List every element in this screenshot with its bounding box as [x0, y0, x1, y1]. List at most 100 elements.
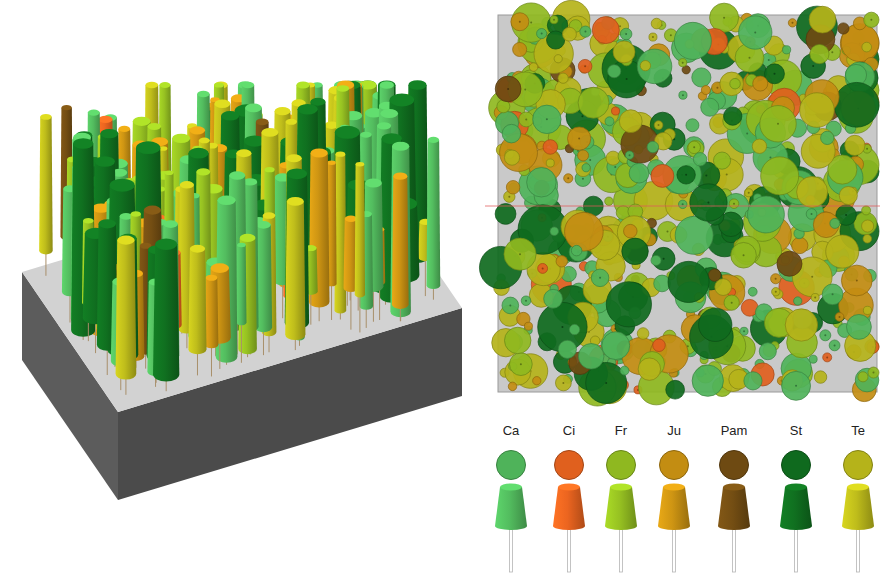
- crown-circle: [835, 313, 844, 322]
- crown-top: [261, 128, 278, 137]
- crown-disc: [678, 200, 687, 209]
- crown-top: [163, 220, 178, 228]
- crown-top: [296, 81, 309, 88]
- crown-top: [337, 85, 350, 92]
- stem-dot: [768, 59, 770, 61]
- crown-top: [275, 107, 291, 115]
- crown-top: [298, 104, 318, 115]
- crown-top: [211, 263, 229, 273]
- tree-3d: [427, 137, 441, 300]
- crown-circle: [838, 23, 849, 34]
- stem: [310, 291, 311, 325]
- crown-circle: [521, 296, 531, 306]
- crown-top: [206, 275, 218, 281]
- stem-dot: [811, 276, 813, 278]
- crown-disc: [692, 68, 711, 87]
- crown-top: [133, 117, 151, 126]
- crown-top: [165, 170, 174, 175]
- crown-body: [153, 244, 179, 381]
- stem: [282, 280, 283, 318]
- crown-circle: [686, 119, 699, 132]
- crown-top: [286, 119, 297, 125]
- crown-top: [310, 98, 325, 106]
- stem-dot: [748, 192, 750, 194]
- crown-top: [214, 100, 230, 108]
- crown-top: [131, 211, 141, 216]
- crown-circle: [651, 255, 661, 265]
- crown-circle: [678, 200, 687, 209]
- crown-disc: [862, 220, 874, 232]
- tree-3d: [153, 238, 179, 391]
- crown-top: [188, 148, 208, 159]
- stem: [425, 257, 426, 296]
- crown-top: [99, 219, 116, 228]
- crown-circle: [576, 162, 591, 177]
- stem-dot: [530, 22, 532, 24]
- crown-body: [392, 176, 409, 309]
- crown-top: [356, 162, 365, 167]
- crown-top: [199, 138, 210, 144]
- plot-ground: [498, 15, 877, 392]
- crown-disc: [771, 274, 781, 284]
- crown-body: [116, 240, 137, 379]
- crown-top: [214, 82, 224, 87]
- crown-top: [99, 116, 113, 123]
- crown-disc: [550, 16, 558, 24]
- crown-top: [118, 126, 130, 132]
- crown-top: [190, 126, 205, 134]
- tree-3d: [116, 236, 137, 395]
- stem-dot: [743, 330, 745, 332]
- crown-top: [95, 156, 115, 167]
- stem-dot: [775, 278, 777, 280]
- crown-circle: [679, 91, 687, 99]
- stem: [69, 292, 70, 323]
- stem-dot: [562, 382, 564, 384]
- crown-disc: [508, 382, 516, 390]
- stem-dot: [845, 214, 847, 216]
- crown-top: [117, 236, 134, 245]
- stem-dot: [716, 87, 718, 89]
- tree-3d: [205, 275, 219, 377]
- tree-3d: [39, 114, 53, 276]
- crown-top: [428, 137, 439, 143]
- crown-top: [148, 123, 162, 130]
- crown-disc: [745, 189, 753, 197]
- crown-circle: [863, 306, 871, 314]
- crown-top: [229, 171, 245, 179]
- crown-top: [190, 245, 205, 253]
- crown-body: [236, 245, 246, 325]
- stem-dot: [508, 196, 510, 198]
- crown-circle: [745, 189, 753, 197]
- crown-top: [196, 168, 210, 175]
- crown-circle: [649, 33, 657, 41]
- crown-top: [287, 168, 307, 179]
- crown-circle: [550, 16, 558, 24]
- crown-top: [159, 82, 170, 88]
- crown-disc: [809, 6, 836, 33]
- crown-body: [205, 278, 219, 349]
- crown-top: [380, 109, 398, 118]
- crown-disc: [555, 375, 571, 391]
- stem-dot: [652, 36, 654, 38]
- crown-map: [479, 0, 880, 406]
- stem-dot: [581, 115, 583, 117]
- stem-dot: [525, 300, 527, 302]
- stem-dot: [682, 203, 684, 205]
- crown-disc: [863, 306, 871, 314]
- crown-top: [83, 218, 94, 224]
- crown-disc: [814, 371, 826, 383]
- stem: [359, 295, 360, 333]
- crown-circle: [810, 44, 829, 63]
- tree-3d: [236, 243, 246, 363]
- crown-top: [40, 114, 51, 120]
- crown-body: [285, 201, 305, 340]
- crown-top: [360, 132, 371, 138]
- stand-3d-view: [22, 80, 462, 500]
- stem-dot: [705, 174, 707, 176]
- crown-disc: [576, 162, 591, 177]
- crown-body: [39, 117, 53, 255]
- stem-dot: [769, 156, 771, 158]
- crown-disc: [686, 119, 699, 132]
- stem-dot: [856, 280, 858, 282]
- crown-top: [392, 142, 409, 151]
